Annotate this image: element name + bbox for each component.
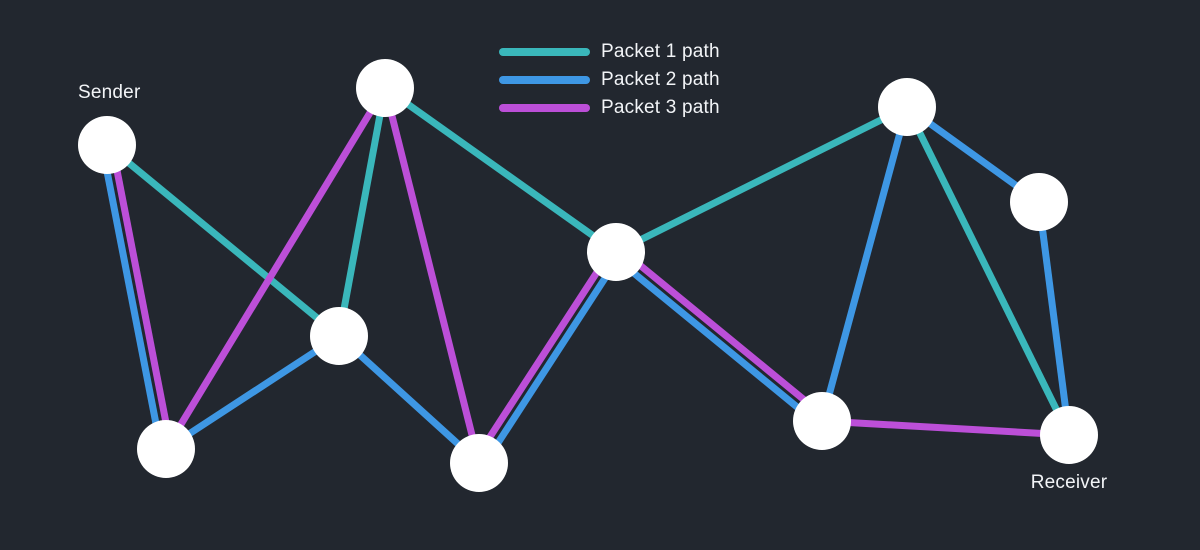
node-top-right xyxy=(878,78,936,136)
node-bottom-right xyxy=(793,392,851,450)
packet1-color-swatch xyxy=(499,48,590,56)
packet2-legend-label: Packet 2 path xyxy=(601,69,720,90)
edge-mid-left-top-packet1 xyxy=(335,87,389,337)
packet3-color-swatch xyxy=(499,104,590,112)
edge-center-top-right-packet1 xyxy=(614,103,909,256)
edge-bottom-right-top-right-packet2 xyxy=(818,106,911,422)
edge-sender-mid-left-packet1 xyxy=(104,142,342,339)
legend-item-packet3: Packet 3 path xyxy=(499,94,720,122)
edge-bottom-right-receiver-packet3 xyxy=(821,417,1070,439)
node-center xyxy=(587,223,645,281)
edge-bottom-mid-center-packet3 xyxy=(471,247,615,463)
edge-sender-bottom-left-packet2 xyxy=(98,145,165,451)
edge-bottom-left-top-packet3 xyxy=(163,86,388,451)
packet1-legend-label: Packet 1 path xyxy=(601,41,720,62)
edge-right-receiver-packet2 xyxy=(1035,201,1073,436)
edge-bottom-left-mid-left-packet2 xyxy=(164,333,341,452)
edge-top-bottom-mid-packet3 xyxy=(381,87,483,464)
packet2-color-swatch xyxy=(499,76,590,84)
edge-center-bottom-right-packet3 xyxy=(616,245,828,420)
edge-top-center-packet1 xyxy=(382,85,619,255)
node-bottom-left xyxy=(137,420,195,478)
sender-label: Sender xyxy=(78,82,141,103)
legend: Packet 1 path Packet 2 path Packet 3 pat… xyxy=(499,38,720,122)
edge-top-right-receiver-packet1 xyxy=(903,105,1073,437)
receiver-label: Receiver xyxy=(1030,472,1108,493)
node-bottom-mid xyxy=(450,434,508,492)
edge-center-bottom-right-packet2 xyxy=(610,253,822,428)
node-right xyxy=(1010,173,1068,231)
edge-mid-left-bottom-mid-packet2 xyxy=(336,333,482,466)
edge-sender-bottom-left-packet3 xyxy=(108,143,175,449)
node-top xyxy=(356,59,414,117)
packet3-legend-label: Packet 3 path xyxy=(601,97,720,118)
legend-item-packet2: Packet 2 path xyxy=(499,66,720,94)
edge-bottom-mid-center-packet2 xyxy=(480,252,624,468)
node-sender xyxy=(78,116,136,174)
node-receiver xyxy=(1040,406,1098,464)
node-mid-left xyxy=(310,307,368,365)
legend-item-packet1: Packet 1 path xyxy=(499,38,720,66)
